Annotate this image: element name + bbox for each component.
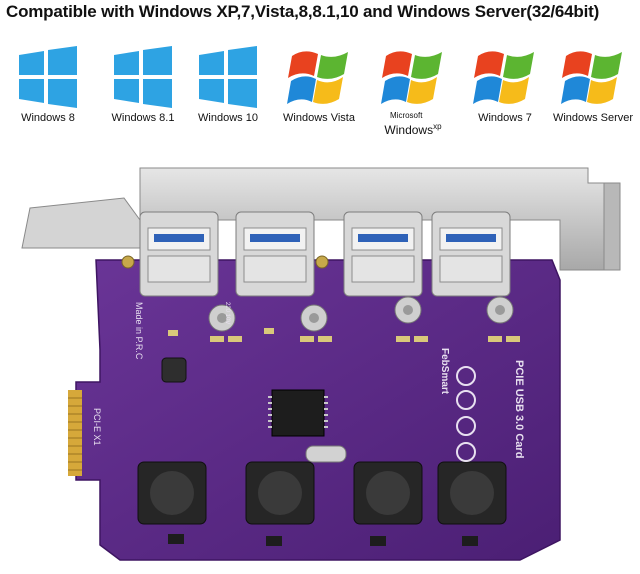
- pcie-edge-connector: [68, 390, 82, 476]
- os-windows-10: Windows 10: [183, 46, 273, 124]
- windows-flag-logo-icon: [381, 51, 442, 104]
- os-label-sup: xp: [433, 122, 442, 131]
- ce-fcc-marks: [456, 366, 476, 462]
- inductor: [161, 357, 187, 383]
- os-label: Windows Vista: [283, 112, 355, 124]
- usb-port: [343, 211, 423, 297]
- windows-flag-logo-icon: [287, 51, 348, 104]
- usb-card-photo: Made in P.R.C PCI-E X1 PCIE USB 3.0 Card…: [0, 150, 640, 569]
- windows-flag-logo-icon: [473, 51, 534, 104]
- metal-bracket: [21, 167, 621, 271]
- windows-flag-logo-icon: [561, 51, 622, 104]
- os-label: Windows 7: [478, 112, 532, 124]
- controller-chip: [268, 389, 328, 437]
- product-label: PCIE USB 3.0 Card: [513, 360, 525, 458]
- capacitor: [208, 296, 514, 332]
- os-label: Windows Server: [552, 112, 634, 124]
- os-windows-xp: Microsoft Windowsxp: [368, 46, 458, 136]
- os-label: Windows 8.1: [111, 112, 175, 124]
- os-windows-vista: Windows Vista: [274, 46, 364, 124]
- crystal-oscillator: [305, 445, 347, 463]
- os-windows-7: Windows 7: [460, 46, 550, 124]
- usb-port: [431, 211, 511, 297]
- os-label: Microsoft Windowsxp: [368, 110, 458, 136]
- mounting-hole: [121, 255, 135, 269]
- usb-port: [139, 211, 219, 297]
- slot-label: PCI-E X1: [92, 408, 102, 446]
- os-label: Windows 8: [21, 112, 75, 124]
- windows-flat-logo-icon: [199, 46, 257, 108]
- usb-port: [235, 211, 315, 297]
- power-inductor: [137, 461, 507, 525]
- os-label-top: Microsoft: [390, 111, 423, 120]
- os-windows-8-1: Windows 8.1: [98, 46, 188, 124]
- windows-flat-logo-icon: [19, 46, 77, 108]
- os-windows-server: Windows Server: [548, 46, 638, 124]
- made-in-label: Made in P.R.C: [134, 302, 144, 360]
- os-windows-8: Windows 8: [3, 46, 93, 124]
- bottom-chips: [168, 534, 478, 546]
- os-logo-row: Windows 8 Windows 8.1 Windows 10 Windows…: [0, 46, 640, 146]
- mounting-hole: [315, 255, 329, 269]
- compatibility-headline: Compatible with Windows XP,7,Vista,8,8.1…: [6, 2, 600, 21]
- os-label: Windows 10: [198, 112, 258, 124]
- os-label-main: Windows: [384, 123, 434, 137]
- smd-pads: [168, 328, 520, 342]
- pcie-usb-card-illustration: Made in P.R.C PCI-E X1 PCIE USB 3.0 Card…: [21, 167, 621, 561]
- windows-flat-logo-icon: [114, 46, 172, 108]
- capacitor-rating: 220 10V: [224, 302, 230, 324]
- brand-label: FebSmart: [439, 348, 450, 395]
